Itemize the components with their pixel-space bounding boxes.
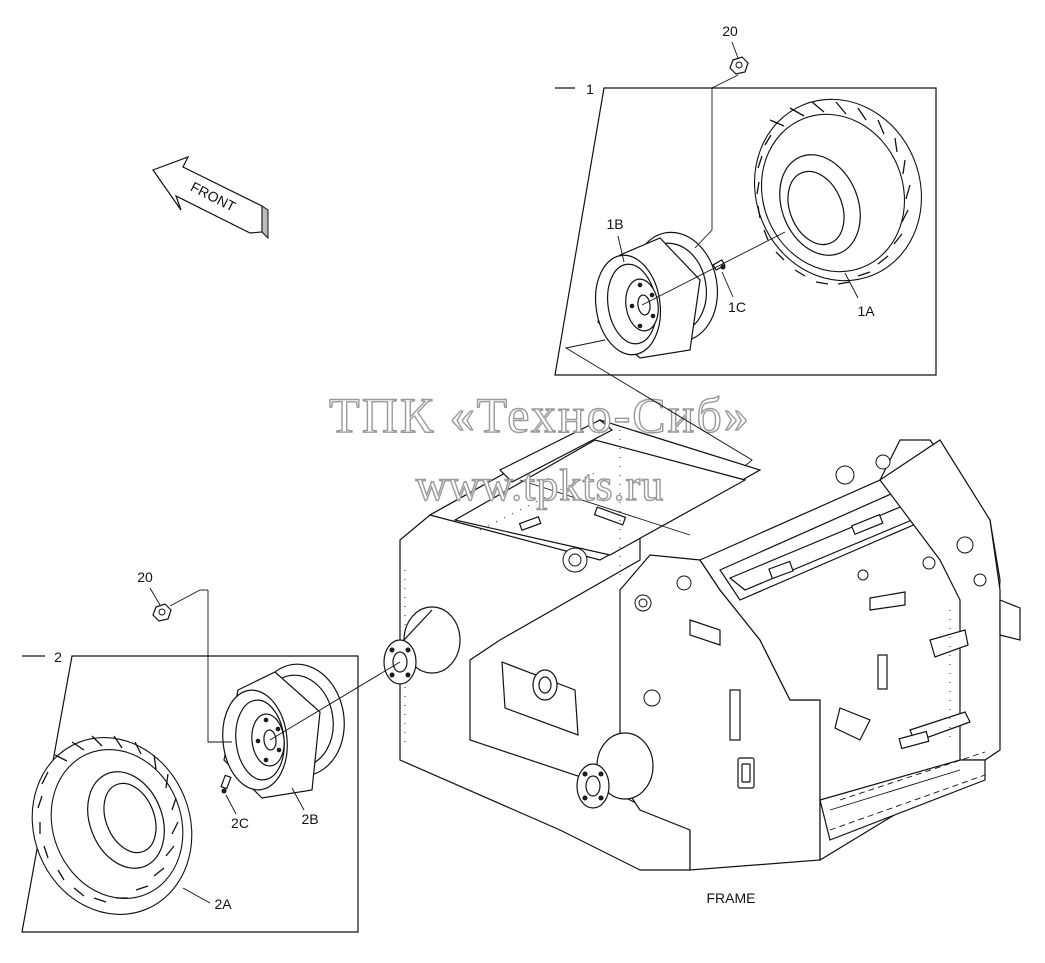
assembly-1-group: 1 1A 1B xyxy=(554,81,937,467)
callout-1c: 1C xyxy=(728,299,746,315)
callout-2c: 2C xyxy=(231,815,249,831)
front-direction-arrow: FRONT xyxy=(152,155,269,240)
tire-2a: 2A xyxy=(31,735,232,915)
frame-label: FRAME xyxy=(707,890,756,906)
callout-20-top: 20 xyxy=(722,23,738,39)
valve-2c: 2C xyxy=(220,774,249,831)
frame-drawing xyxy=(399,419,1021,871)
watermark-url: www.tpkts.ru xyxy=(416,461,665,510)
callout-20-left: 20 xyxy=(137,569,153,585)
rim-2b: 2B xyxy=(222,663,345,827)
axis-line-1 xyxy=(641,231,786,306)
callout-1b: 1B xyxy=(606,216,623,232)
nut-20-top: 20 xyxy=(711,23,749,89)
callout-2b: 2B xyxy=(301,811,318,827)
rim-1b: 1B xyxy=(594,216,719,359)
rear-axle-hub xyxy=(383,606,461,685)
callout-2a: 2A xyxy=(214,896,232,912)
watermark-company: ТПК «Техно-Сиб» xyxy=(329,387,751,443)
axis-line-2 xyxy=(269,661,401,741)
tire-1a: 1A xyxy=(753,98,923,319)
callout-2: 2 xyxy=(54,649,62,665)
nut-20-left: 20 xyxy=(137,569,208,622)
callout-1a: 1A xyxy=(857,303,875,319)
valve-1c: 1C xyxy=(712,259,746,315)
callout-1: 1 xyxy=(586,81,594,97)
front-axle-hub xyxy=(576,732,654,809)
assembly-2-group: 2 2A 2B xyxy=(21,590,401,933)
